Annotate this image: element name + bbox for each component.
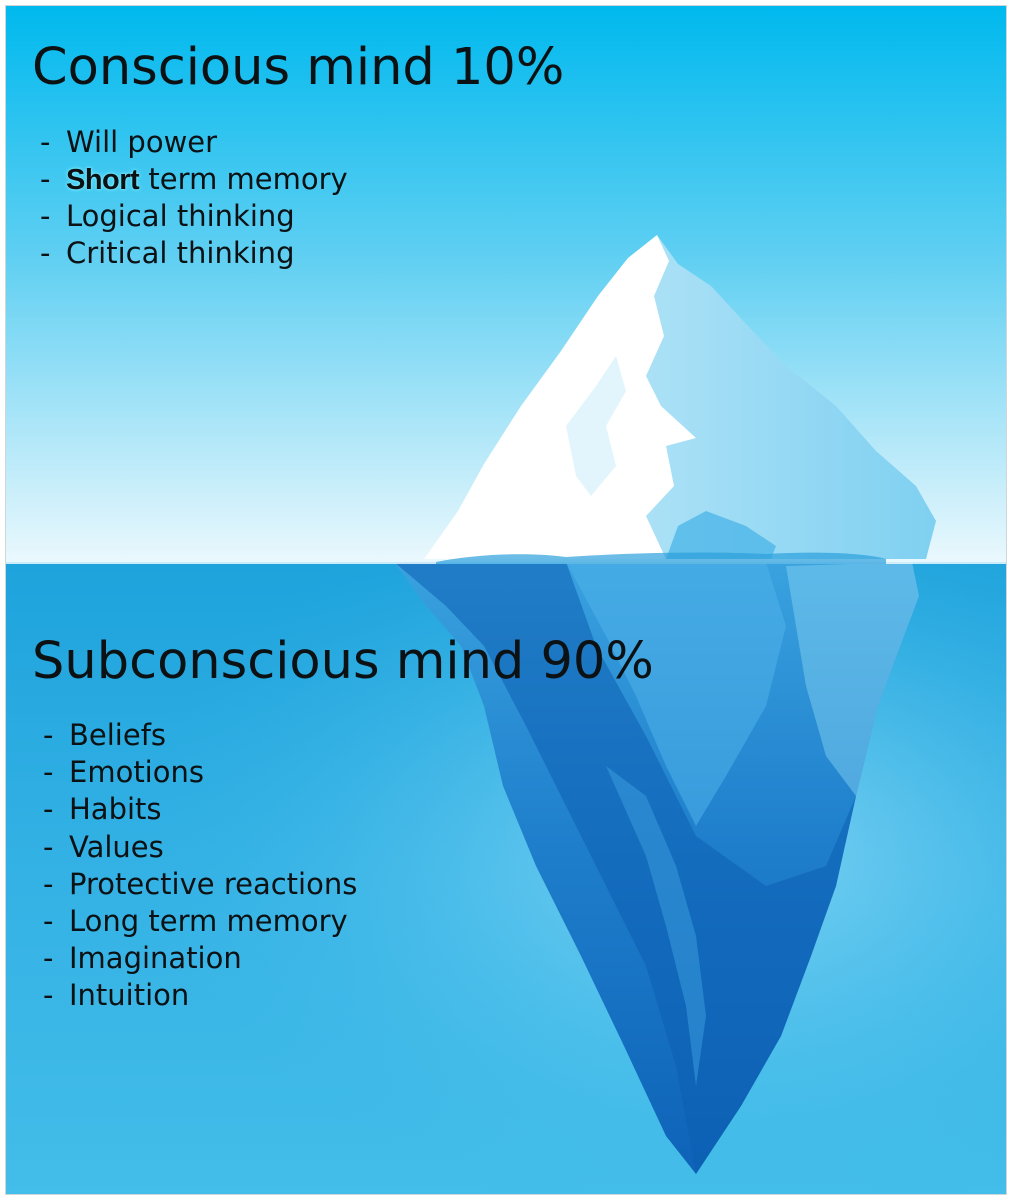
list-item-text: Protective reactions [69,866,358,901]
list-item-emphasis: Short [66,164,140,196]
iceberg-artwork [6,6,1006,1194]
list-dash: - [43,941,54,976]
list-item: -Habits [43,791,357,828]
list-item-text: Long term memory [69,903,348,938]
iceberg-illustration: Conscious mind 10% -Will power -Short te… [5,5,1007,1195]
list-dash: - [43,792,54,827]
iceberg-underwater-shade [786,562,919,796]
list-item: -Values [43,829,357,866]
iceberg-tip-snow [424,235,696,559]
list-item-text: Logical thinking [66,199,295,233]
list-dash: - [43,829,54,864]
list-dash: - [43,903,54,938]
list-item: -Protective reactions [43,866,357,903]
list-item-text: Intuition [69,978,190,1013]
list-item: -Imagination [43,940,357,977]
list-dash: - [43,866,54,901]
list-item: -Emotions [43,754,357,791]
iceberg-tip-ridge [566,356,626,496]
list-item-text: Values [69,829,164,864]
list-item: -Critical thinking [40,235,348,272]
iceberg-underwater-crack [606,766,706,1086]
list-item: -Intuition [43,977,357,1014]
list-dash: - [40,125,51,159]
list-dash: - [40,162,51,196]
list-item-text: Imagination [69,941,242,976]
list-item: -Beliefs [43,717,357,754]
list-item: -Will power [40,124,348,161]
list-item-text: Emotions [69,755,204,790]
list-dash: - [43,978,54,1013]
list-item-text: Beliefs [69,718,167,752]
list-dash: - [40,236,51,270]
list-item: -Short term memory [40,161,348,198]
conscious-mind-title: Conscious mind 10% [32,38,565,97]
iceberg-underwater-highlight [566,562,786,826]
list-item-text: Will power [66,125,218,159]
list-dash: - [43,718,54,752]
list-item-text: term memory [139,162,348,196]
conscious-mind-list: -Will power -Short term memory -Logical … [40,124,348,272]
subconscious-mind-title: Subconscious mind 90% [32,632,654,691]
subconscious-mind-list: -Beliefs -Emotions -Habits -Values -Prot… [43,717,357,1015]
waterline-ice-edge [436,552,886,564]
list-item: -Long term memory [43,903,357,940]
list-item-text: Habits [69,792,162,827]
iceberg-underwater-facet [394,562,856,1174]
list-item-text: Critical thinking [66,236,295,270]
iceberg-tip-shadow [666,511,776,559]
list-item: -Logical thinking [40,198,348,235]
list-dash: - [40,199,51,233]
list-dash: - [43,755,54,790]
